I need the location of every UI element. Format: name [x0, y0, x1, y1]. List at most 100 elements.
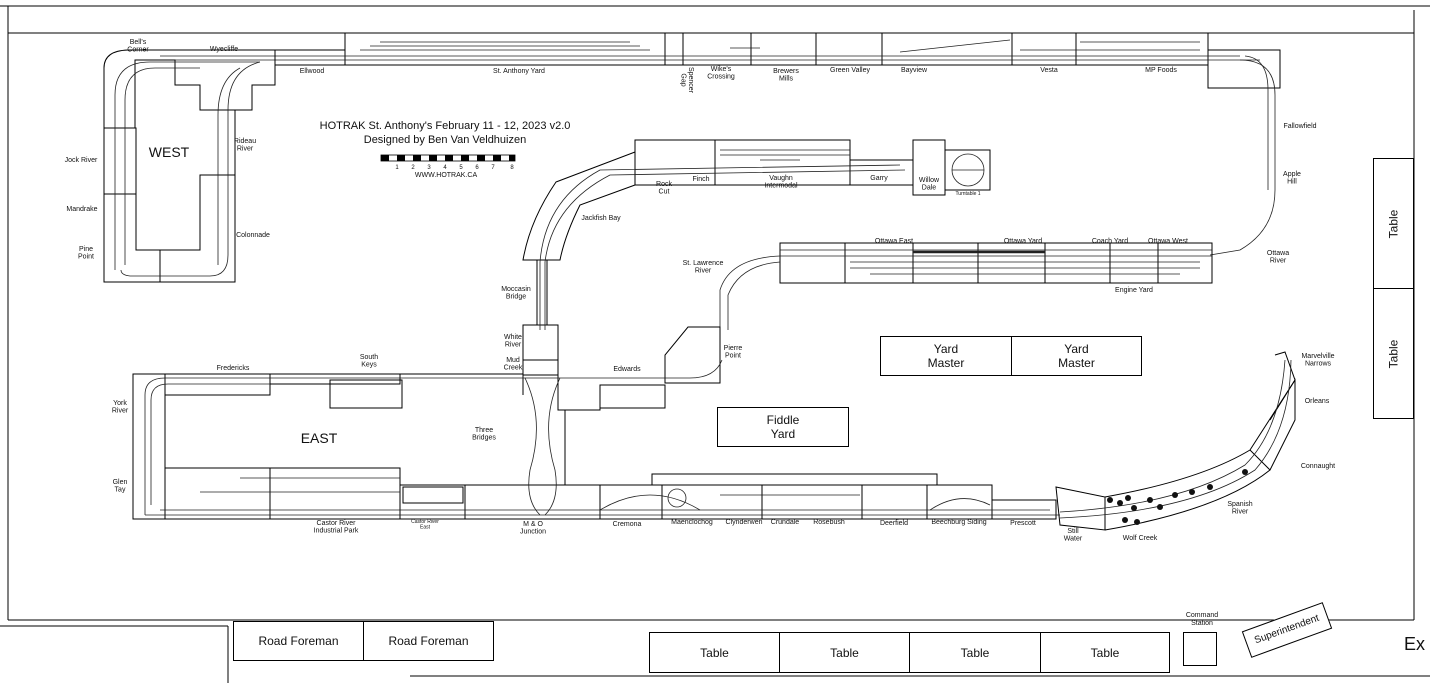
label-mp-foods: MP Foods [1145, 67, 1177, 74]
table-bottom-3: Table [909, 632, 1041, 673]
top-track [160, 39, 1276, 256]
scale-number-2: 2 [411, 165, 415, 171]
label-deerfield: Deerfield [880, 520, 908, 527]
label-ellwood: Ellwood [300, 68, 325, 75]
yard-master-desk-2: Yard Master [1011, 336, 1142, 376]
west-track [114, 61, 261, 277]
label-crundale: Crundale [771, 519, 800, 526]
command-station-label: Command Station [1185, 612, 1219, 627]
label-garry: Garry [870, 175, 888, 182]
label-cremona: Cremona [613, 521, 642, 528]
label-orleans: Orleans [1305, 398, 1330, 405]
scale-number-3: 3 [427, 165, 431, 171]
label-bayview: Bayview [901, 67, 928, 74]
label-finch: Finch [692, 176, 709, 183]
jackfish-track [539, 149, 985, 330]
scale-number-6: 6 [475, 165, 479, 171]
scale-bar [380, 154, 516, 162]
top-modules [274, 32, 1281, 89]
label-wolf-creek: Wolf Creek [1123, 535, 1158, 542]
region-east: EAST [301, 430, 338, 446]
label-connaught: Connaught [1301, 463, 1335, 470]
label-st-anthony-yard: St. Anthony Yard [493, 68, 545, 75]
command-station [1183, 632, 1217, 666]
yard-master-desk-1: Yard Master [880, 336, 1012, 376]
scale-number-8: 8 [510, 165, 514, 171]
label-beechburg-siding: Beechburg Siding [931, 519, 986, 526]
label-ottawa-yard: Ottawa Yard [1004, 238, 1042, 245]
west-module [103, 49, 276, 283]
table-bottom-4: Table [1040, 632, 1170, 673]
road-foreman-desk-1: Road Foreman [233, 621, 364, 661]
label-ottawa-east: Ottawa East [875, 238, 913, 245]
scale-number-1: 1 [395, 165, 399, 171]
tree-cluster [1107, 469, 1248, 525]
room-outline [0, 5, 1430, 683]
scale-number-5: 5 [459, 165, 463, 171]
designer-credit: Designed by Ben Van Veldhuizen [364, 134, 526, 146]
label-coach-yard: Coach Yard [1092, 238, 1128, 245]
east-module [132, 373, 1057, 520]
table-bottom-2: Table [779, 632, 910, 673]
label-wyecliffe: Wyecliffe [210, 46, 238, 53]
exit-label: Ex [1404, 634, 1426, 654]
label-spencer-gap: SpencerGap [679, 67, 694, 94]
label-engine-yard: Engine Yard [1115, 287, 1153, 294]
website-text: WWW.HOTRAK.CA [415, 172, 478, 179]
wolf-creek-modules [1055, 351, 1296, 531]
table-right-2-label: Table [1386, 339, 1401, 368]
label-clynderwen: Clynderwen [726, 519, 763, 526]
label-colonnade: Colonnade [236, 232, 270, 239]
label-mandrake: Mandrake [66, 206, 97, 213]
wolf-creek-track [1059, 359, 1292, 519]
label-fredericks: Fredericks [217, 365, 250, 372]
jackfish-bay-modules [522, 139, 991, 376]
label-jock-river: Jock River [65, 157, 98, 164]
plan-title: HOTRAK St. Anthony's February 11 - 12, 2… [320, 120, 571, 132]
label-green-valley: Green Valley [830, 67, 870, 74]
pierre-point-modules [664, 326, 721, 384]
table-right-1-label: Table [1386, 209, 1401, 238]
label-vesta: Vesta [1040, 67, 1058, 74]
fiddle-yard: Fiddle Yard [717, 407, 849, 447]
label-edwards: Edwards [613, 366, 641, 373]
region-west: WEST [149, 144, 190, 160]
label-rosebush: Rosebush [813, 519, 845, 526]
scale-numbers: 1 2 3 4 5 6 7 8 [395, 165, 514, 171]
table-right-2: Table [1373, 288, 1414, 419]
scale-number-7: 7 [491, 165, 495, 171]
scale-number-4: 4 [443, 165, 447, 171]
label-fallowfield: Fallowfield [1283, 123, 1316, 130]
ottawa-yard-modules [779, 242, 1213, 284]
table-bottom-1: Table [649, 632, 780, 673]
east-track [144, 359, 1060, 516]
label-jackfish-bay: Jackfish Bay [581, 215, 621, 222]
label-maenclochog: Maenclochog [671, 519, 713, 526]
